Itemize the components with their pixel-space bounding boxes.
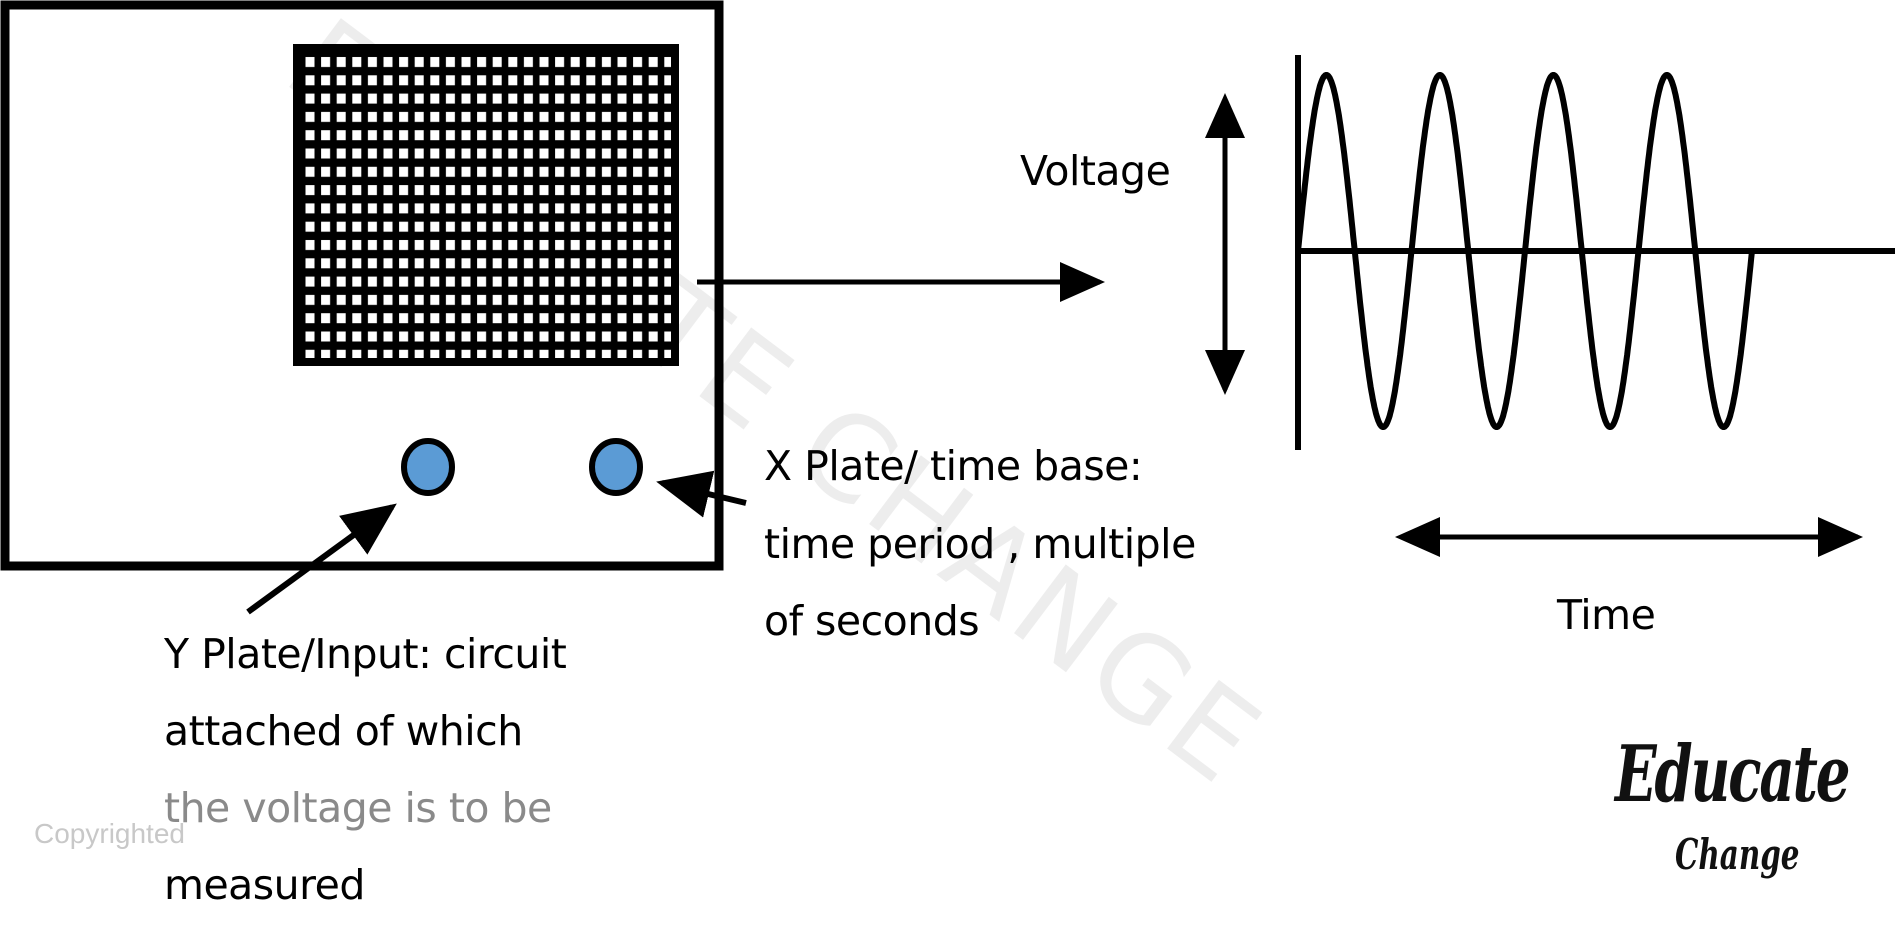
- y-plate-arrow: [246, 503, 397, 615]
- oscilloscope-screen: [297, 48, 675, 362]
- sine-waveform: [1295, 72, 1755, 430]
- logo-line1: Educate: [1615, 729, 1850, 820]
- oscilloscope-screen-border: [293, 44, 679, 366]
- x-plate-label-line1: X Plate/ time base:: [764, 442, 1143, 490]
- x-plate-arrow: [656, 470, 747, 518]
- y-plate-input: [401, 438, 455, 496]
- logo-line2: Change: [1675, 830, 1800, 879]
- y-plate-label-line3: the voltage is to be: [164, 784, 552, 832]
- y-plate-label-line1: Y Plate/Input: circuit: [164, 630, 567, 678]
- time-label: Time: [1557, 591, 1656, 639]
- oscilloscope-body: [0, 0, 724, 571]
- voltage-label: Voltage: [1020, 147, 1171, 195]
- x-plate-label-line2: time period , multiple: [764, 520, 1196, 568]
- y-plate-label-line2: attached of which: [164, 707, 523, 755]
- educate-change-logo: Educate Change: [1615, 690, 1885, 920]
- y-plate-label-line4: measured: [164, 861, 365, 909]
- x-plate-label-line3: of seconds: [764, 597, 980, 645]
- copyright-notice: Copyrighted: [34, 818, 185, 849]
- x-plate-input: [589, 438, 643, 496]
